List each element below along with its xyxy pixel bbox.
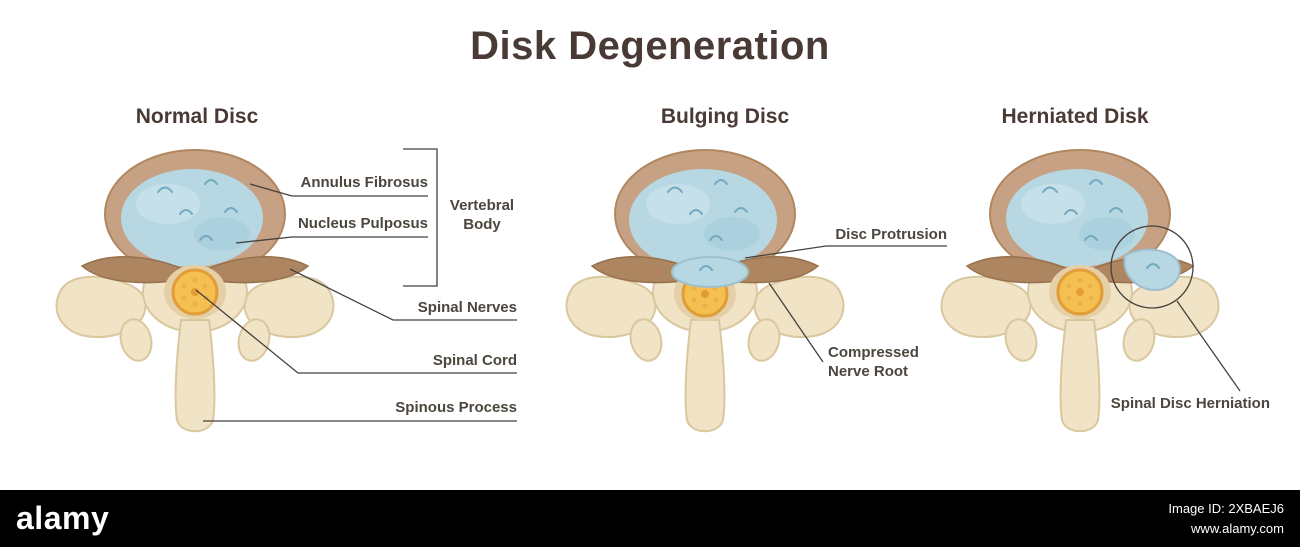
label-compressed-nerve-root: Compressed Nerve Root (828, 344, 919, 380)
nucleus-pulposus-graphic (629, 169, 777, 271)
label-spinal-nerves: Spinal Nerves (417, 299, 517, 316)
watermark-meta: Image ID: 2XBAEJ6 www.alamy.com (1168, 499, 1284, 538)
disc-herniation-graphic (1123, 248, 1181, 292)
label-spinal-cord: Spinal Cord (432, 352, 517, 369)
spinous-process-graphic (684, 319, 726, 433)
section-title-bulging: Bulging Disc (660, 105, 790, 128)
page-title: Disk Degeneration (470, 24, 830, 68)
transverse-processes (80, 256, 310, 284)
nucleus-texture (157, 179, 238, 241)
nucleus-pulposus-graphic (1006, 169, 1148, 267)
nucleus-texture (667, 179, 748, 241)
label-nucleus-pulposus: Nucleus Pulposus (297, 215, 428, 232)
alamy-logo: alamy (16, 500, 110, 536)
disc (104, 149, 286, 279)
section-title-normal: Normal Disc (135, 105, 259, 128)
website-text: www.alamy.com (1191, 520, 1284, 536)
label-disc-protrusion: Disc Protrusion (835, 226, 947, 243)
label-spinal-disc-herniation: Spinal Disc Herniation (1110, 395, 1270, 412)
spinal-cord-graphic (164, 265, 226, 319)
label-vertebral-body: Vertebral Body (449, 197, 515, 233)
label-annulus-fibrosus: Annulus Fibrosus (300, 174, 429, 191)
image-id-text: Image ID: 2XBAEJ6 (1168, 501, 1284, 516)
disc-protrusion-graphic (671, 256, 749, 288)
section-title-herniated: Herniated Disk (1001, 105, 1149, 128)
watermark-bar: alamy Image ID: 2XBAEJ6 www.alamy.com (0, 490, 1300, 547)
spinous-process-graphic (1059, 319, 1101, 433)
bulging-disc-figure (565, 149, 845, 433)
nucleus-pulposus-graphic (121, 169, 263, 267)
nucleus-texture (1042, 179, 1123, 241)
spinous-process-graphic (174, 319, 216, 433)
label-spinous-process: Spinous Process (395, 399, 517, 416)
spinal-cord-graphic (1049, 265, 1111, 319)
